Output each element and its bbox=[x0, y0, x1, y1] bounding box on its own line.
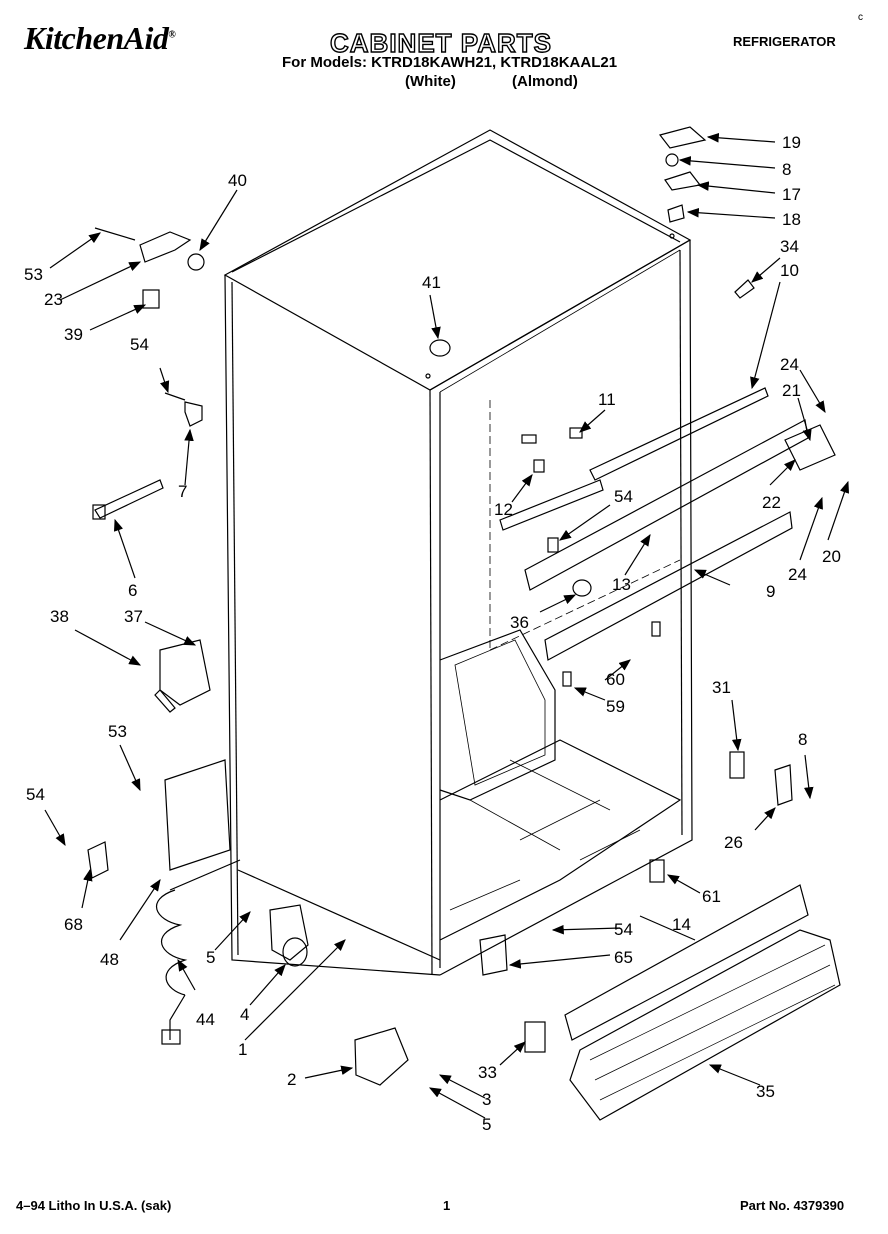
callout-59: 59 bbox=[606, 697, 625, 716]
callout-38: 38 bbox=[50, 607, 69, 626]
callout-68: 68 bbox=[64, 915, 83, 934]
callout-35: 35 bbox=[756, 1082, 775, 1101]
callout-37: 37 bbox=[124, 607, 143, 626]
brand-logo: KitchenAid® bbox=[24, 20, 176, 56]
callout-17: 17 bbox=[782, 185, 801, 204]
callout-11: 11 bbox=[598, 390, 616, 409]
callout-31: 31 bbox=[712, 678, 731, 697]
rail-assembly bbox=[499, 387, 836, 687]
left-side-parts bbox=[87, 227, 241, 1045]
callout-24: 24 bbox=[780, 355, 799, 374]
callout-5: 5 bbox=[206, 948, 215, 967]
callout-54: 54 bbox=[130, 335, 149, 354]
callout-20: 20 bbox=[822, 547, 841, 566]
white-label: (White) bbox=[405, 73, 456, 90]
appliance-type: REFRIGERATOR bbox=[733, 34, 836, 49]
callout-22: 22 bbox=[762, 493, 781, 512]
page-title: CABINET PARTS bbox=[329, 27, 552, 58]
callout-9: 9 bbox=[766, 582, 775, 601]
callout-1: 1 bbox=[238, 1040, 247, 1059]
callout-53b: 53 bbox=[108, 722, 127, 741]
callout-23: 23 bbox=[44, 290, 63, 309]
callout-8: 8 bbox=[782, 160, 791, 179]
callout-5b: 5 bbox=[482, 1115, 491, 1134]
footer-litho: 4–94 Litho In U.S.A. (sak) bbox=[16, 1198, 172, 1213]
leader-lines bbox=[44, 133, 850, 1119]
callout-61: 61 bbox=[702, 887, 721, 906]
top-hinge-parts bbox=[429, 126, 755, 357]
footer-part-number: Part No. 4379390 bbox=[740, 1198, 845, 1213]
callout-54d: 54 bbox=[614, 920, 633, 939]
callout-21: 21 bbox=[782, 381, 801, 400]
callout-7: 7 bbox=[178, 482, 187, 501]
callout-41: 41 bbox=[422, 273, 441, 292]
callout-26: 26 bbox=[724, 833, 743, 852]
callout-40: 40 bbox=[228, 171, 247, 190]
callout-24b: 24 bbox=[788, 565, 807, 584]
callout-36: 36 bbox=[510, 613, 529, 632]
callout-6: 6 bbox=[128, 581, 137, 600]
callout-34: 34 bbox=[780, 237, 799, 256]
callout-53: 53 bbox=[24, 265, 43, 284]
callout-2: 2 bbox=[287, 1070, 296, 1089]
cabinet-body bbox=[223, 129, 693, 976]
callout-65: 65 bbox=[614, 948, 633, 967]
callout-3: 3 bbox=[482, 1090, 491, 1109]
callout-18: 18 bbox=[782, 210, 801, 229]
bottom-parts bbox=[269, 751, 841, 1121]
corner-mark: c bbox=[858, 12, 863, 23]
footer-page-number: 1 bbox=[443, 1198, 451, 1213]
almond-label: (Almond) bbox=[512, 73, 578, 90]
callout-54b: 54 bbox=[614, 487, 633, 506]
callout-54c: 54 bbox=[26, 785, 45, 804]
callout-13: 13 bbox=[612, 575, 631, 594]
callout-33: 33 bbox=[478, 1063, 497, 1082]
callout-4: 4 bbox=[240, 1005, 249, 1024]
callout-60: 60 bbox=[606, 670, 625, 689]
callout-44: 44 bbox=[196, 1010, 215, 1029]
callout-12: 12 bbox=[494, 500, 513, 519]
callout-14: 14 bbox=[672, 915, 691, 934]
callout-39: 39 bbox=[64, 325, 83, 344]
callout-48: 48 bbox=[100, 950, 119, 969]
models-line: For Models: KTRD18KAWH21, KTRD18KAAL21 bbox=[282, 54, 618, 71]
callout-labels: 19 8 17 18 34 10 24 21 22 24 20 40 53 23… bbox=[24, 133, 841, 1134]
callout-8b: 8 bbox=[798, 730, 807, 749]
callout-10: 10 bbox=[780, 261, 799, 280]
callout-19: 19 bbox=[782, 133, 801, 152]
